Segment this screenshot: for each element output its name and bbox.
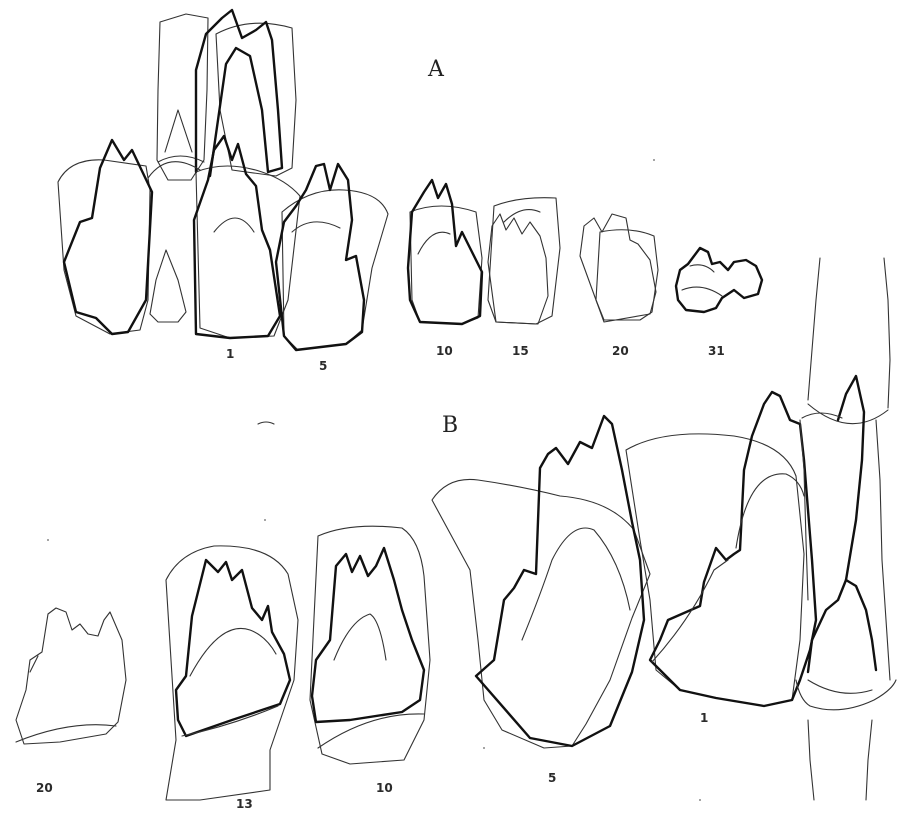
panel-a-stage-31-tooth xyxy=(676,248,762,312)
panel-a-stage-label: 5 xyxy=(319,359,327,373)
panel-a-stage-label: 1 xyxy=(226,347,234,361)
print-specks xyxy=(47,159,701,801)
panel-a: A xyxy=(58,10,762,373)
panel-b-stage-1-tooth xyxy=(626,392,816,706)
stray-mark xyxy=(258,422,274,424)
panel-b-stage-label: 5 xyxy=(548,771,556,785)
panel-b-bone-column xyxy=(796,258,896,800)
panel-a-stage-20-tooth xyxy=(580,214,658,322)
panel-b-letter: B xyxy=(442,413,458,438)
panel-a-stage-label: 10 xyxy=(436,344,453,358)
panel-a-letter: A xyxy=(427,57,445,82)
panel-b-stage-label: 10 xyxy=(376,781,393,795)
panel-a-stage-label: 20 xyxy=(612,344,629,358)
panel-b-stage-label: 13 xyxy=(236,797,253,811)
panel-b-stage-5-tooth xyxy=(432,416,650,748)
panel-a-stage-1-tooth xyxy=(58,136,300,338)
panel-a-stage-15-tooth xyxy=(488,198,560,324)
panel-b-stage-label: 20 xyxy=(36,781,53,795)
panel-b-stage-10-tooth xyxy=(310,526,430,764)
panel-b: B xyxy=(16,258,896,811)
panel-a-stage-label: 15 xyxy=(512,344,529,358)
panel-a-stage-10-tooth xyxy=(408,180,482,324)
panel-b-stage-13-tooth xyxy=(166,546,298,800)
panel-b-stage-20-tooth xyxy=(16,608,126,744)
panel-a-upper-teeth xyxy=(157,10,296,180)
panel-b-stage-label: 1 xyxy=(700,711,708,725)
panel-a-stage-label: 31 xyxy=(708,344,725,358)
